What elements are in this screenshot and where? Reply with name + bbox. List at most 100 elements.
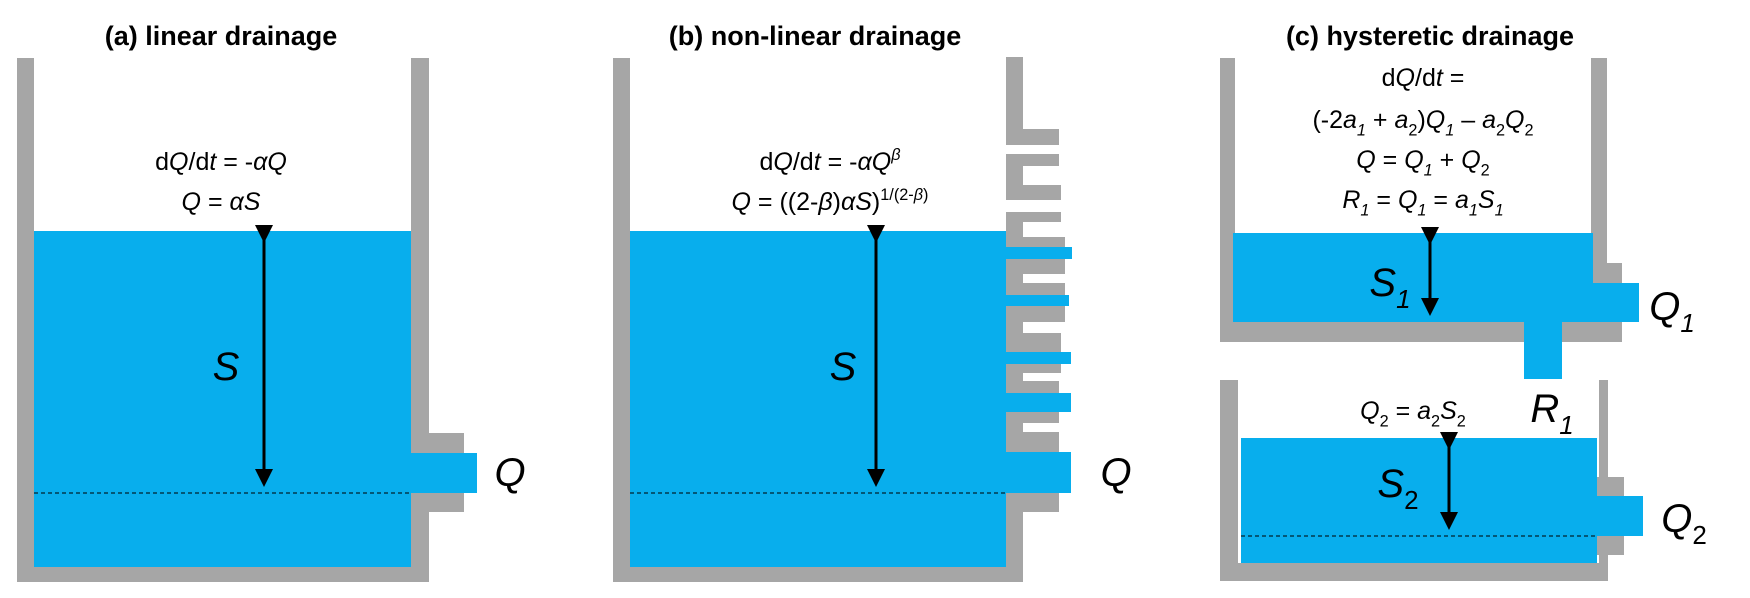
text-segment: Q [1505, 106, 1524, 134]
label-storage: S [830, 345, 857, 389]
text-segment: S [213, 345, 240, 389]
text-segment: ) [872, 188, 880, 216]
text-segment: = - [821, 148, 858, 176]
text-segment: Q [1461, 146, 1480, 174]
equation-rate: dQ/dt = -αQβ [759, 146, 900, 176]
superscript: β [913, 186, 923, 204]
subscript: 1 [1424, 162, 1433, 180]
text-segment: R [1342, 186, 1360, 214]
text-segment: a [1455, 186, 1469, 214]
subscript: 2 [1431, 413, 1440, 431]
tank-wall-right [1591, 58, 1607, 288]
subscript: 1 [1357, 122, 1366, 140]
text-segment: Q [1396, 64, 1415, 92]
label-outflow-1: Q1 [1649, 285, 1695, 338]
text-segment: = [1426, 186, 1455, 214]
recharge-pipe [1524, 322, 1562, 379]
tank-b [613, 57, 1072, 582]
text-segment: a [1343, 106, 1357, 134]
text-segment: Q [773, 148, 792, 176]
label-storage: S [213, 345, 240, 389]
water-storage-1 [1233, 233, 1593, 322]
text-segment: β [817, 188, 832, 216]
text-segment: – [1454, 106, 1482, 134]
tank-wall-bottom [1220, 322, 1622, 342]
panel-b-nonlinear: (b) non-linear drainage [613, 21, 1132, 582]
subscript: 2 [1404, 485, 1418, 515]
label-storage-2: S2 [1377, 462, 1418, 515]
text-segment: αQ [857, 148, 891, 176]
text-segment: = [1369, 186, 1398, 214]
text-segment: + [1433, 146, 1462, 174]
text-segment: = - [216, 148, 253, 176]
tank-wall-bottom [17, 567, 429, 582]
subscript: 2 [1481, 162, 1490, 180]
text-segment: /d [189, 148, 210, 176]
text-segment: a [1482, 106, 1496, 134]
text-segment: d [759, 148, 773, 176]
tank-wall-left [17, 58, 34, 582]
text-segment: = [1376, 146, 1405, 174]
leak-jets [1006, 247, 1072, 412]
subscript: 1 [1360, 202, 1369, 220]
label-outflow: Q [1100, 451, 1131, 495]
text-segment: Q [1100, 451, 1131, 495]
subscript: 1 [1469, 202, 1478, 220]
label-outflow: Q [494, 451, 525, 495]
label-outflow-2: Q2 [1661, 497, 1707, 550]
equation-discharge: Q = αS [182, 188, 261, 216]
text-segment: ) [1417, 106, 1425, 134]
water-storage-2 [1241, 438, 1597, 563]
tank-wall-left [613, 58, 630, 582]
text-segment: ) [833, 188, 841, 216]
label-recharge-1: R1 [1530, 387, 1573, 440]
text-segment: Q [1360, 397, 1379, 425]
panel-a-linear: (a) linear drainage dQ/dt = -αQ Q = αS S… [17, 21, 526, 582]
upper-tank [1220, 58, 1639, 379]
text-segment: d [1382, 64, 1396, 92]
text-segment: αS [841, 188, 872, 216]
text-segment: Q [1398, 186, 1417, 214]
panel-c-hysteretic: (c) hysteretic drainage dQ/dt = (-2a1 + … [1220, 21, 1707, 581]
subscript: 2 [1408, 122, 1417, 140]
text-segment: Q [1356, 146, 1375, 174]
equation-discharge: Q = ((2-β)αS)1/(2-β) [732, 186, 929, 216]
text-segment: S [1440, 397, 1457, 425]
text-segment: + [1366, 106, 1395, 134]
outlet-flow [411, 453, 477, 493]
text-segment: S [1478, 186, 1495, 214]
lower-tank [1220, 380, 1643, 581]
panel-a-title: (a) linear drainage [105, 21, 338, 51]
subscript: 1 [1559, 410, 1573, 440]
subscript: 2 [1380, 413, 1389, 431]
outlet-flow [1006, 452, 1071, 493]
equation-rate: dQ/dt = -αQ [155, 148, 287, 176]
text-segment: Q [1404, 146, 1423, 174]
water-storage [630, 231, 1006, 567]
label-storage-1: S1 [1369, 261, 1410, 314]
tank-wall-bottom [1220, 563, 1608, 581]
text-segment: = [1389, 397, 1418, 425]
subscript: 1 [1417, 202, 1426, 220]
text-segment: /d [793, 148, 814, 176]
equation-total-discharge: Q = Q1 + Q2 [1356, 146, 1489, 180]
panel-c-title: (c) hysteretic drainage [1286, 21, 1574, 51]
text-segment: t [814, 148, 822, 176]
text-segment: (-2 [1312, 106, 1343, 134]
tank-wall-left [1220, 58, 1235, 342]
equation-rate-terms: (-2a1 + a2)Q1 – a2Q2 [1312, 106, 1533, 140]
text-segment: = [1443, 64, 1465, 92]
text-segment: d [155, 148, 169, 176]
text-segment: Q [169, 148, 188, 176]
subscript: 2 [1692, 520, 1706, 550]
text-segment: S [830, 345, 857, 389]
text-segment: a [1417, 397, 1431, 425]
text-segment: = ((2- [751, 188, 818, 216]
text-segment: t [209, 148, 217, 176]
text-segment: a [1394, 106, 1408, 134]
subscript: 1 [1495, 202, 1504, 220]
subscript: 1 [1396, 284, 1410, 314]
text-segment: Q [1661, 497, 1692, 541]
water-storage [34, 231, 411, 567]
